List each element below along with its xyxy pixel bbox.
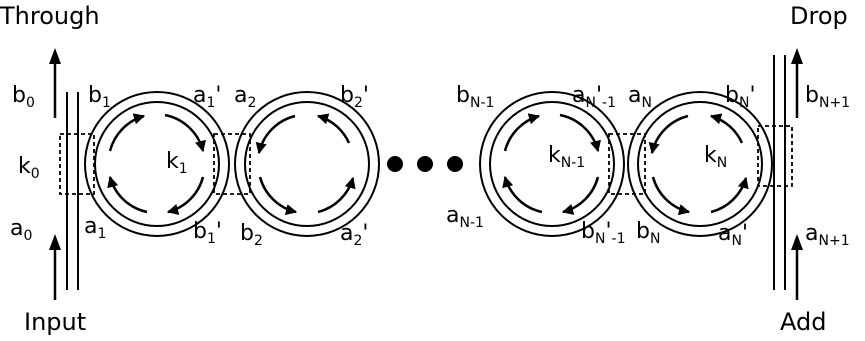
label-b1: b1 (88, 83, 111, 111)
right-bus-arrow-up-top (791, 48, 803, 118)
ring-n-1 (479, 91, 625, 237)
port-add: Add (780, 308, 826, 336)
ring-1 (84, 91, 230, 237)
ring-n-1-clockwise-arrows (502, 113, 601, 215)
label-bN-prime: bN' (725, 83, 756, 111)
label-aN-plus-1: aN+1 (805, 221, 850, 249)
ellipsis-dot (447, 156, 463, 172)
label-b0: b0 (12, 83, 35, 111)
label-a0: a0 (10, 216, 32, 244)
left-bus-waveguide (66, 92, 79, 290)
ring-n-counterclockwise-arrows (648, 113, 749, 216)
label-a2-prime: a2' (340, 221, 368, 249)
label-kN-1: kN-1 (548, 143, 585, 171)
coupler-k0 (59, 133, 95, 195)
coupler-kN (757, 125, 793, 187)
ring-2 (234, 91, 380, 237)
coupler-k1 (213, 133, 251, 195)
label-a2: a2 (234, 83, 256, 111)
label-bN-plus-1: bN+1 (805, 83, 850, 111)
label-b2: b2 (240, 221, 263, 249)
ring-1-clockwise-arrows (107, 113, 206, 215)
ellipsis-dot (417, 156, 433, 172)
ring-2-counterclockwise-arrows (255, 113, 356, 216)
right-bus-arrow-up-bottom (791, 234, 803, 300)
label-a1: a1 (84, 214, 106, 242)
label-bN-1: bN-1 (456, 83, 494, 111)
label-a1-prime: a1' (193, 83, 221, 111)
left-bus-arrow-up-bottom (49, 234, 61, 300)
label-aN: aN (628, 83, 652, 111)
ellipsis-dot (387, 156, 403, 172)
port-input: Input (24, 308, 86, 336)
label-aN-prime: aN' (718, 221, 748, 249)
coupler-kN1 (608, 133, 646, 195)
label-bN-prime-minus-1: bN'-1 (581, 219, 625, 247)
label-b2-prime: b2' (340, 83, 369, 111)
label-kN: kN (704, 143, 727, 171)
label-bN: bN (636, 219, 660, 247)
label-k0: k0 (18, 154, 40, 182)
label-b1-prime: b1' (193, 219, 222, 247)
right-bus-waveguide (773, 55, 786, 290)
label-aN-prime-minus-1: aN'-1 (572, 83, 616, 111)
ring-n (627, 91, 773, 237)
ellipsis-dots (387, 156, 463, 172)
left-bus-arrow-up-top (49, 48, 61, 118)
port-drop: Drop (790, 2, 848, 30)
label-k1: k1 (166, 149, 188, 177)
port-through: Through (0, 2, 100, 30)
label-aN-1: aN-1 (446, 203, 484, 231)
